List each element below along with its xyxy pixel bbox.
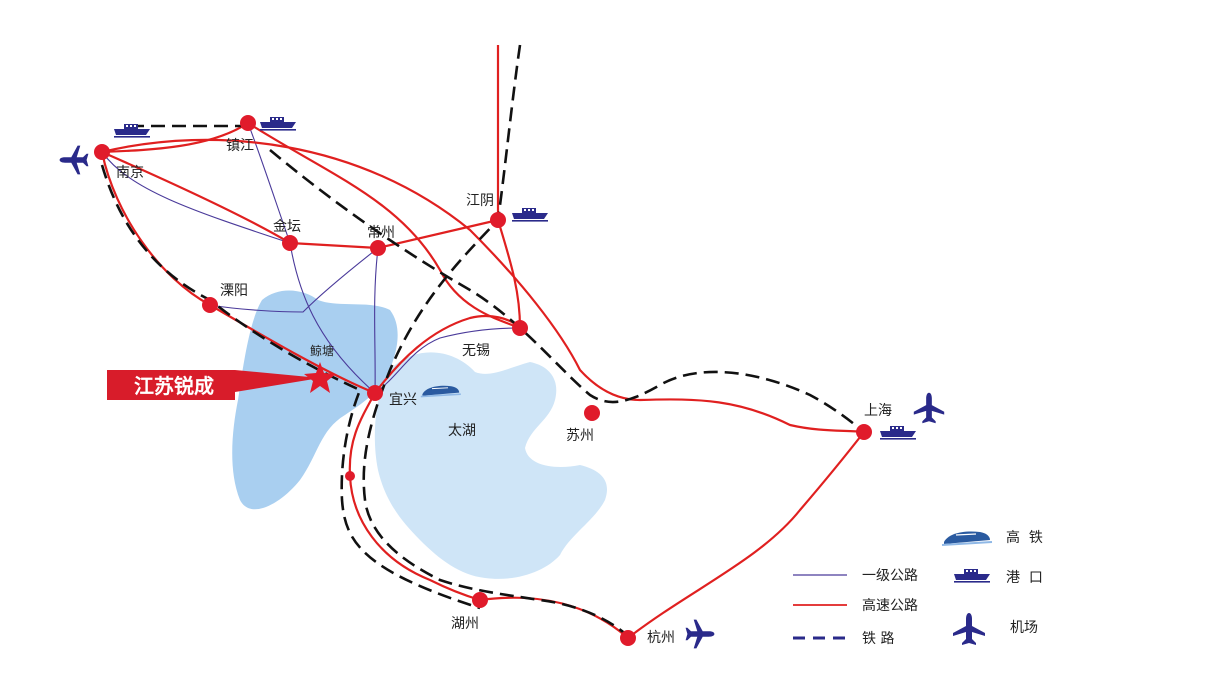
banner-arrow bbox=[107, 370, 320, 400]
highway-segment bbox=[101, 138, 865, 434]
road-segment bbox=[209, 247, 379, 313]
railway-segment bbox=[269, 149, 865, 434]
city-marker-changzhou[interactable] bbox=[370, 240, 386, 256]
city-marker-jiangyin[interactable] bbox=[490, 212, 506, 228]
railway-segment bbox=[362, 44, 629, 637]
expressways bbox=[100, 45, 865, 639]
city-label-hangzhou: 杭州 bbox=[647, 630, 675, 646]
port-icon bbox=[880, 426, 916, 440]
highway-segment bbox=[101, 150, 291, 244]
city-marker-hangzhou[interactable] bbox=[620, 630, 636, 646]
port-icon bbox=[512, 208, 548, 222]
city-label-liyang: 溧阳 bbox=[220, 283, 248, 299]
railway-segment bbox=[100, 164, 481, 610]
city-label-shanghai: 上海 bbox=[864, 403, 892, 419]
company-name: 江苏锐成 bbox=[134, 374, 214, 398]
highway-segment bbox=[627, 431, 865, 639]
highway-segment bbox=[348, 392, 481, 602]
junction-dot bbox=[345, 471, 355, 481]
city-marker-yixing[interactable] bbox=[367, 385, 383, 401]
airport-icon bbox=[913, 392, 945, 424]
road-segment bbox=[247, 122, 291, 244]
road-segment bbox=[289, 242, 376, 394]
legend-high-speed-rail-icon bbox=[941, 530, 993, 546]
legend-railway-label: 铁 路 bbox=[862, 631, 894, 647]
city-markers bbox=[94, 115, 872, 646]
airport-icon bbox=[685, 619, 715, 649]
map-legend: 一级公路 高速公路 铁 路 高 铁 港 口 机场 bbox=[793, 529, 1043, 647]
city-label-suzhou: 苏州 bbox=[566, 428, 594, 444]
legend-port-label: 港 口 bbox=[1006, 570, 1043, 586]
city-marker-zhenjiang[interactable] bbox=[240, 115, 256, 131]
port-icon bbox=[260, 117, 296, 131]
legend-airport-label: 机场 bbox=[1010, 620, 1038, 636]
highway-segment bbox=[479, 596, 629, 639]
city-label-nanjing: 南京 bbox=[116, 165, 144, 181]
highway-segment bbox=[101, 122, 249, 154]
company-banner[interactable]: 江苏锐成 bbox=[107, 362, 336, 400]
city-label-wuxi: 无锡 bbox=[462, 343, 490, 359]
legend-high-speed-rail-label: 高 铁 bbox=[1006, 529, 1043, 546]
city-marker-jintan[interactable] bbox=[282, 235, 298, 251]
company-star-icon bbox=[304, 362, 336, 393]
city-label-changzhou: 常州 bbox=[367, 225, 395, 241]
city-label-jintan: 金坛 bbox=[273, 219, 301, 235]
city-marker-wuxi[interactable] bbox=[512, 320, 528, 336]
city-label-jiangyin: 江阴 bbox=[466, 193, 494, 209]
city-marker-shanghai[interactable] bbox=[856, 424, 872, 440]
port-icon bbox=[114, 124, 150, 138]
tai-lake-area bbox=[374, 352, 608, 579]
city-label-yixing: 宜兴 bbox=[389, 392, 417, 408]
city-labels: 南京 镇江 江阴 金坛 常州 溧阳 无锡 鲸塘 宜兴 苏州 上海 湖州 杭州 太… bbox=[116, 138, 892, 646]
city-marker-nanjing[interactable] bbox=[94, 144, 110, 160]
city-label-jingtang: 鲸塘 bbox=[310, 343, 334, 358]
airport-icon bbox=[59, 145, 89, 175]
railways bbox=[100, 44, 865, 637]
road-segment bbox=[374, 247, 379, 394]
city-marker-suzhou[interactable] bbox=[584, 405, 600, 421]
legend-airport-icon bbox=[953, 613, 985, 645]
road-segment bbox=[374, 327, 521, 394]
city-marker-huzhou[interactable] bbox=[472, 592, 488, 608]
legend-highway-label: 高速公路 bbox=[862, 597, 918, 614]
road-segment bbox=[101, 151, 291, 244]
city-label-huzhou: 湖州 bbox=[451, 616, 479, 632]
highway-segment bbox=[374, 314, 521, 394]
city-label-zhenjiang: 镇江 bbox=[226, 138, 254, 154]
lake-label-taihu: 太湖 bbox=[448, 423, 476, 439]
legend-road-label: 一级公路 bbox=[862, 568, 918, 584]
legend-port-icon bbox=[954, 569, 990, 583]
city-marker-liyang[interactable] bbox=[202, 297, 218, 313]
